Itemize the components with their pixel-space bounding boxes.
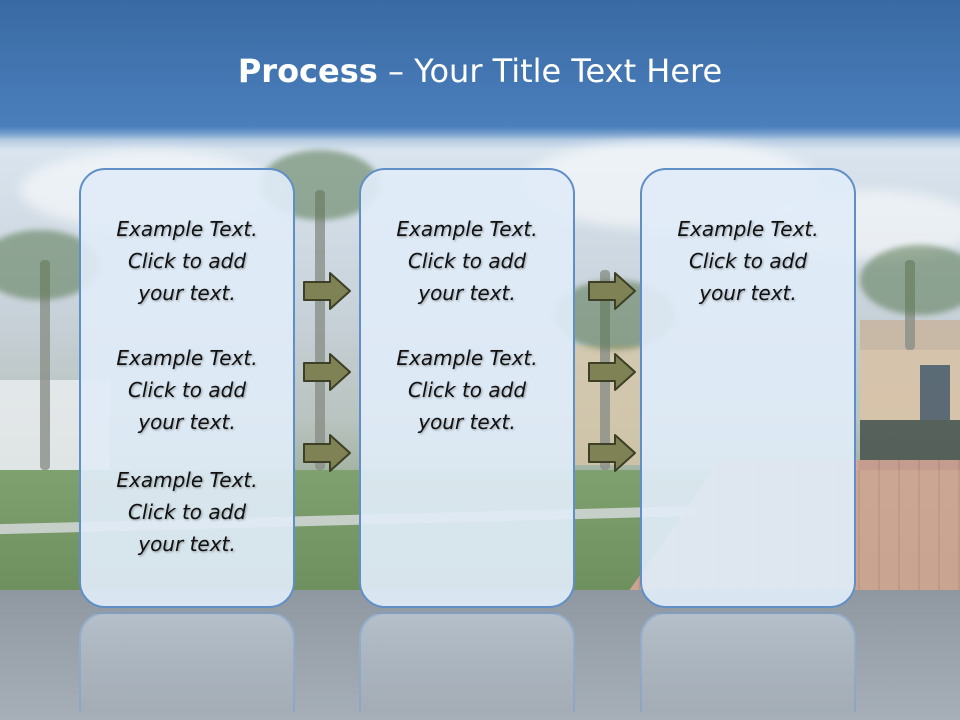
panel-paragraph: Example Text. Click to add your text. — [361, 342, 573, 438]
text-line: your text. — [418, 410, 516, 434]
panel-paragraph: Example Text. Click to add your text. — [361, 213, 573, 309]
text-line: Click to add — [127, 249, 247, 273]
process-panel-3[interactable]: Example Text. Click to add your text. — [640, 168, 856, 608]
text-line: Example Text. — [396, 217, 538, 241]
title-bold: Process — [237, 52, 378, 90]
right-arrow-icon — [303, 272, 351, 310]
text-line: Example Text. — [396, 346, 538, 370]
right-arrow-icon — [588, 434, 636, 472]
slide-title[interactable]: Process – Your Title Text Here — [0, 52, 960, 90]
text-line: Click to add — [127, 378, 247, 402]
panel-paragraph: Example Text. Click to add your text. — [642, 213, 854, 309]
palm-frond — [860, 245, 960, 315]
panel-reflection — [359, 612, 575, 712]
palm-trunk — [315, 190, 325, 470]
text-line: Example Text. — [116, 468, 258, 492]
palm-trunk — [40, 260, 50, 470]
right-arrow-icon — [588, 353, 636, 391]
right-arrow-icon — [588, 272, 636, 310]
text-line: Click to add — [688, 249, 808, 273]
text-line: your text. — [138, 281, 236, 305]
title-rest: – Your Title Text Here — [377, 52, 723, 90]
text-line: your text. — [138, 532, 236, 556]
panel-paragraph: Example Text. Click to add your text. — [81, 464, 293, 560]
road — [0, 590, 960, 720]
panel-paragraph: Example Text. Click to add your text. — [81, 213, 293, 309]
process-panel-1[interactable]: Example Text. Click to add your text. Ex… — [79, 168, 295, 608]
panel-reflection — [79, 612, 295, 712]
text-line: Click to add — [407, 378, 527, 402]
text-line: your text. — [138, 410, 236, 434]
text-line: your text. — [418, 281, 516, 305]
panel-paragraph: Example Text. Click to add your text. — [81, 342, 293, 438]
text-line: your text. — [699, 281, 797, 305]
panel-reflection — [640, 612, 856, 712]
text-line: Example Text. — [116, 217, 258, 241]
text-line: Click to add — [407, 249, 527, 273]
process-panel-2[interactable]: Example Text. Click to add your text. Ex… — [359, 168, 575, 608]
text-line: Example Text. — [116, 346, 258, 370]
text-line: Click to add — [127, 500, 247, 524]
right-arrow-icon — [303, 434, 351, 472]
text-line: Example Text. — [677, 217, 819, 241]
right-arrow-icon — [303, 353, 351, 391]
title-band — [0, 0, 960, 140]
